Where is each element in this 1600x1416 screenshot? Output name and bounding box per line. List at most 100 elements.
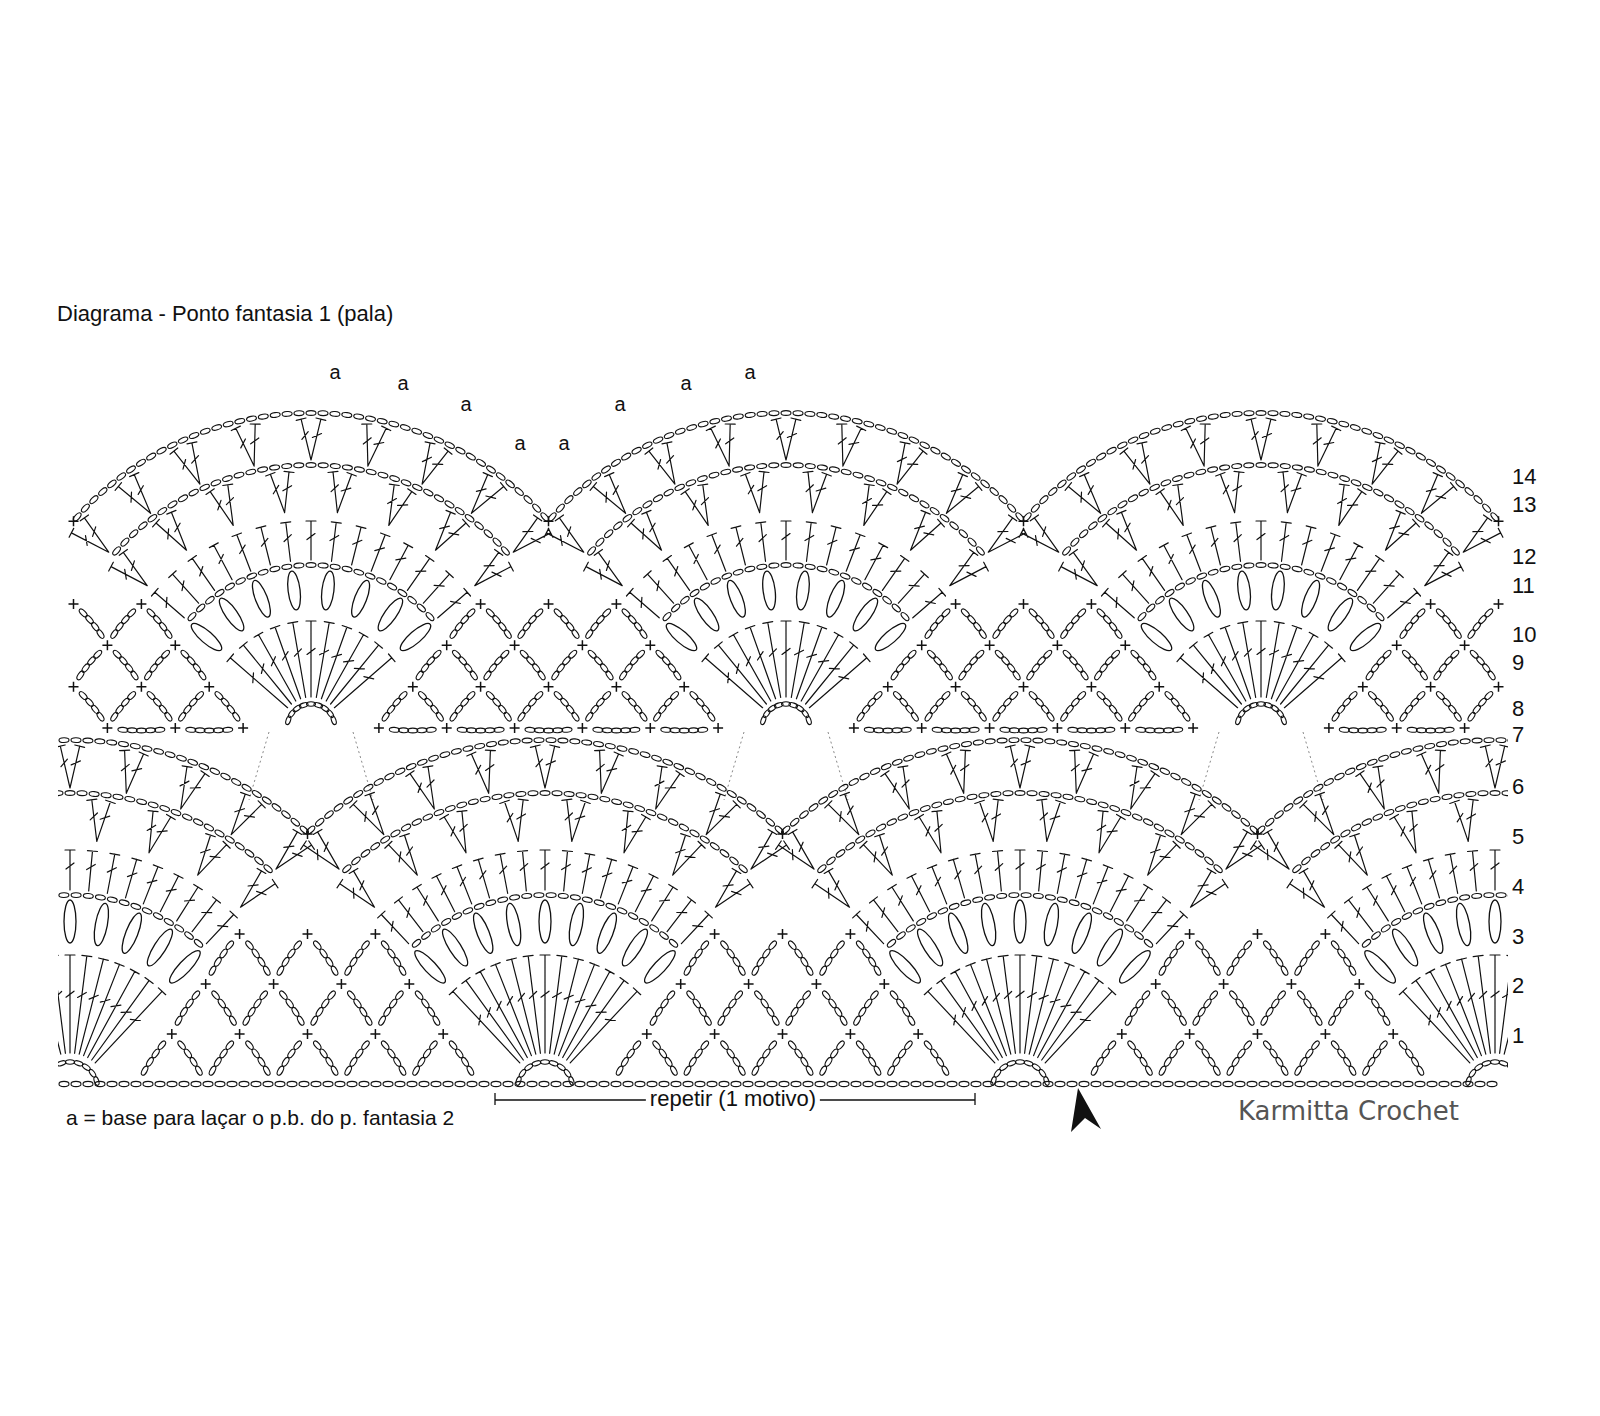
chain-stitch bbox=[146, 690, 156, 700]
chain-stitch bbox=[663, 697, 673, 708]
chain-stitch bbox=[876, 479, 887, 487]
chain-stitch bbox=[1415, 452, 1426, 461]
chain-stitch bbox=[138, 521, 149, 531]
chain-stitch bbox=[1069, 899, 1080, 906]
chain-stitch bbox=[281, 463, 291, 469]
chain-stitch bbox=[118, 656, 128, 667]
chain-stitch bbox=[1228, 990, 1238, 1001]
stitch-marker: a bbox=[558, 433, 569, 453]
chain-stitch bbox=[363, 783, 374, 792]
chain-stitch bbox=[919, 500, 930, 509]
chain-stitch bbox=[335, 1081, 345, 1086]
chain-stitch bbox=[527, 1081, 537, 1086]
puff-stitch bbox=[641, 947, 679, 987]
chain-stitch bbox=[719, 1081, 729, 1086]
chain-stitch bbox=[492, 794, 503, 800]
chain-stitch bbox=[853, 471, 864, 478]
chain-stitch bbox=[755, 1081, 765, 1086]
chain-stitch bbox=[793, 463, 803, 468]
chain-stitch bbox=[143, 670, 153, 681]
chain-stitch bbox=[124, 796, 135, 803]
chain-stitch bbox=[1130, 649, 1140, 659]
chain-stitch bbox=[1027, 791, 1037, 796]
chain-stitch bbox=[165, 751, 176, 758]
chain-stitch bbox=[58, 1063, 59, 1072]
chain-stitch bbox=[213, 728, 223, 733]
chain-stitch bbox=[1144, 690, 1154, 700]
chain-stitch bbox=[330, 463, 340, 469]
chain-stitch bbox=[638, 917, 649, 926]
chain-stitch bbox=[905, 704, 915, 715]
chain-stitch bbox=[998, 495, 1009, 505]
chain-stitch bbox=[353, 568, 364, 576]
chain-stitch bbox=[1076, 465, 1087, 475]
chain-stitch bbox=[376, 577, 387, 586]
chain-stitch bbox=[422, 813, 433, 821]
chain-stitch bbox=[587, 1081, 597, 1086]
puff-stitch bbox=[1420, 911, 1447, 955]
chain-stitch bbox=[795, 704, 805, 713]
chain-stitch bbox=[1508, 738, 1509, 743]
chain-stitch bbox=[1477, 697, 1487, 708]
chain-stitch bbox=[572, 486, 583, 496]
chain-stitch bbox=[929, 506, 940, 516]
chain-stitch bbox=[1031, 663, 1041, 674]
chain-stitch bbox=[107, 479, 118, 489]
chain-stitch bbox=[525, 727, 535, 733]
puff-stitch bbox=[593, 911, 620, 955]
chain-stitch bbox=[1349, 728, 1359, 733]
chain-stitch bbox=[576, 792, 587, 798]
chain-stitch bbox=[110, 629, 120, 640]
chain-stitch bbox=[992, 711, 1002, 722]
chain-stitch bbox=[514, 486, 525, 496]
chain-stitch bbox=[486, 741, 497, 747]
chain-stitch bbox=[184, 931, 195, 941]
puff-stitch bbox=[1454, 902, 1474, 946]
chain-stitch bbox=[661, 656, 671, 667]
chain-stitch bbox=[1046, 711, 1056, 722]
chain-stitch bbox=[700, 1040, 710, 1051]
chain-stitch bbox=[567, 649, 577, 659]
chain-stitch bbox=[1120, 809, 1131, 817]
chain-stitch bbox=[845, 841, 856, 851]
chain-stitch bbox=[234, 471, 245, 478]
chain-stitch bbox=[633, 621, 643, 632]
chain-stitch bbox=[433, 494, 444, 503]
chain-stitch bbox=[926, 748, 937, 755]
chain-stitch bbox=[231, 778, 242, 787]
chain-stitch bbox=[1006, 663, 1016, 674]
chain-stitch bbox=[195, 603, 206, 613]
chain-stitch bbox=[112, 649, 122, 659]
chain-stitch bbox=[826, 856, 837, 866]
chain-stitch bbox=[1331, 1081, 1341, 1086]
chain-stitch bbox=[239, 1081, 249, 1086]
chain-stitch bbox=[1195, 469, 1206, 476]
chain-stitch bbox=[1074, 663, 1084, 674]
chain-stitch bbox=[653, 436, 664, 444]
chain-stitch bbox=[903, 1040, 913, 1051]
chain-stitch bbox=[1145, 728, 1155, 733]
stitch-marker: a bbox=[329, 362, 340, 382]
chain-stitch bbox=[1063, 794, 1074, 800]
chain-stitch bbox=[110, 711, 120, 722]
chain-stitch bbox=[1009, 690, 1019, 700]
chain-stitch bbox=[95, 738, 105, 744]
chain-stitch bbox=[1277, 990, 1287, 1001]
puff-stitch bbox=[1068, 911, 1095, 955]
chain-stitch bbox=[1137, 611, 1147, 622]
chain-stitch bbox=[1477, 614, 1487, 625]
chain-stitch bbox=[972, 621, 982, 632]
chain-stitch bbox=[647, 1081, 657, 1086]
puff-stitch bbox=[1093, 926, 1126, 969]
chain-stitch bbox=[1175, 1040, 1185, 1051]
chain-stitch bbox=[136, 728, 146, 733]
chain-stitch bbox=[1108, 704, 1118, 715]
chain-stitch bbox=[89, 495, 100, 505]
chain-stitch bbox=[1367, 1081, 1377, 1086]
chain-stitch bbox=[908, 809, 919, 817]
chain-stitch bbox=[1271, 1081, 1281, 1086]
chain-stitch bbox=[1068, 727, 1078, 733]
chain-stitch bbox=[1065, 704, 1075, 715]
chain-stitch bbox=[232, 711, 242, 722]
chain-stitch bbox=[1366, 603, 1377, 613]
